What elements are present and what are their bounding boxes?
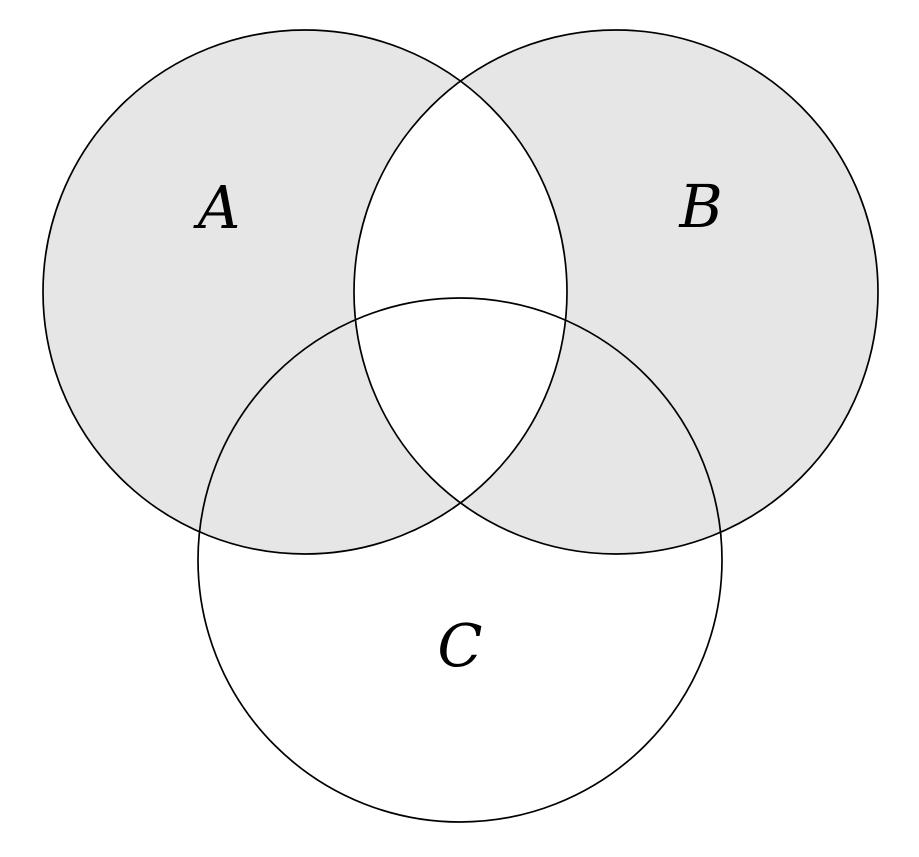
set-label-a: A [193, 173, 241, 242]
circle-a-outline [42, 29, 568, 555]
circle-c-outline [197, 297, 723, 823]
circle-b-outline [353, 29, 879, 555]
set-label-b: B [678, 172, 722, 241]
shaded-region-symmetric-difference [43, 30, 878, 554]
set-label-c: C [437, 611, 482, 680]
